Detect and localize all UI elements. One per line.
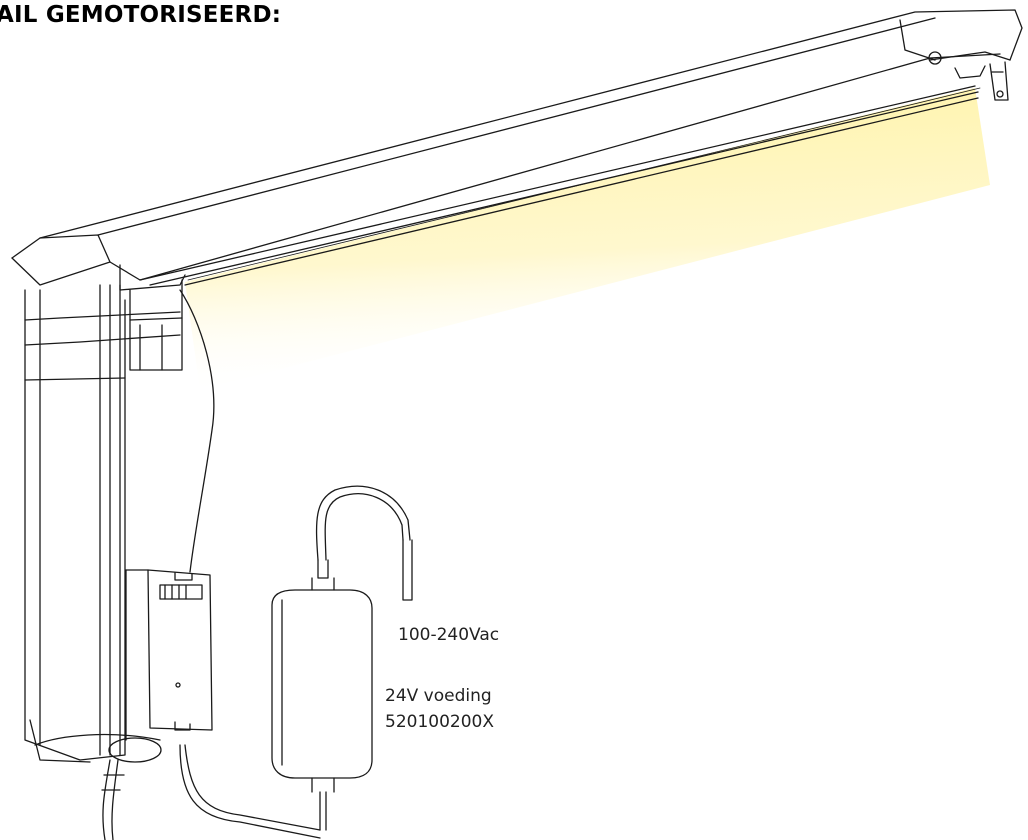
motor-housing [24, 264, 186, 763]
motor-cable [102, 759, 111, 840]
mains-cable [315, 485, 411, 561]
led-wire [179, 289, 215, 573]
power-supply-name-label: 24V voeding [385, 686, 492, 706]
led-light-glow [185, 88, 990, 390]
power-supply [271, 559, 373, 793]
power-supply-code-label: 520100200X [385, 712, 494, 732]
input-voltage-label: 100-240Vac [398, 625, 500, 645]
control-box [125, 569, 213, 741]
page-title: AIL GEMOTORISEERD: [0, 2, 282, 28]
curtain-rail [11, 9, 1023, 286]
end-bracket [954, 61, 1009, 101]
